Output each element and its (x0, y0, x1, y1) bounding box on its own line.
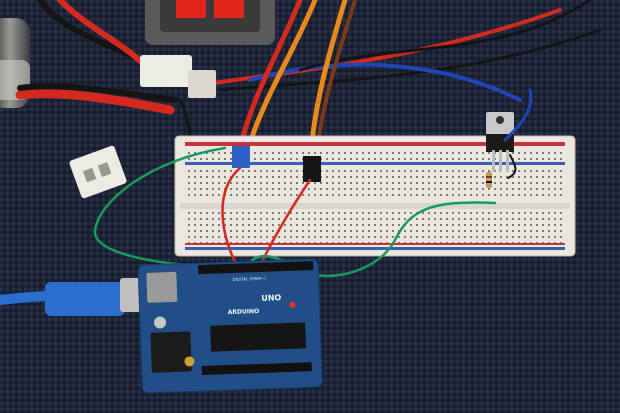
black-servo-header (303, 156, 321, 182)
resistor (486, 172, 492, 188)
power-connector-left (69, 145, 127, 199)
blue-servo-header (232, 146, 250, 168)
charger-box (145, 0, 275, 45)
jumper-wires (93, 88, 533, 278)
servo-connector-left (140, 55, 216, 98)
arduino-logo-text: ARDUINO (228, 308, 260, 316)
breadboard (174, 135, 576, 257)
digital-pins-label: DIGITAL (PWM~) (232, 276, 266, 282)
arduino-model-text: UNO (261, 293, 281, 303)
arduino-board: ARDUINO UNO DIGITAL (PWM~) (137, 258, 323, 394)
